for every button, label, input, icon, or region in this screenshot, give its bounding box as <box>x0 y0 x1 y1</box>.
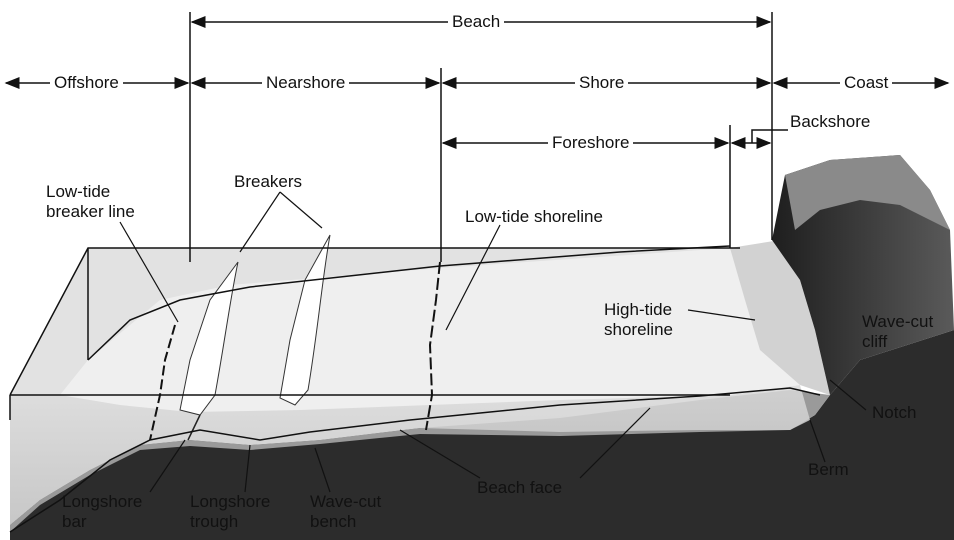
low-tide-breaker-line-text-2: breaker line <box>46 202 166 222</box>
wave-cut-cliff-text-1: Wave-cut <box>862 312 933 332</box>
longshore-bar-text-1: Longshore <box>62 492 142 512</box>
breakers-label: Breakers <box>234 172 302 192</box>
low-tide-breaker-line-text-1: Low-tide <box>46 182 166 202</box>
wave-cut-bench-text-1: Wave-cut <box>310 492 381 512</box>
low-tide-shoreline-label: Low-tide shoreline <box>465 207 603 227</box>
wave-cut-bench-label: Wave-cut bench <box>310 492 381 532</box>
shore-zone-label: Shore <box>575 73 628 93</box>
foreshore-zone-label: Foreshore <box>548 133 633 153</box>
notch-label: Notch <box>872 403 916 423</box>
high-tide-shoreline-label: High-tide shoreline <box>604 300 673 340</box>
longshore-bar-label: Longshore bar <box>62 492 142 532</box>
high-tide-shoreline-text-2: shoreline <box>604 320 673 340</box>
wave-cut-bench-text-2: bench <box>310 512 381 532</box>
longshore-trough-text-2: trough <box>190 512 270 532</box>
wave-cut-cliff-label: Wave-cut cliff <box>862 312 933 352</box>
beach-zone-label: Beach <box>448 12 504 32</box>
longshore-trough-label: Longshore trough <box>190 492 270 532</box>
coast-zone-label: Coast <box>840 73 892 93</box>
offshore-zone-label: Offshore <box>50 73 123 93</box>
beach-face-label: Beach face <box>477 478 562 498</box>
longshore-trough-text-1: Longshore <box>190 492 270 512</box>
wave-cut-cliff-text-2: cliff <box>862 332 933 352</box>
nearshore-zone-label: Nearshore <box>262 73 349 93</box>
longshore-bar-text-2: bar <box>62 512 142 532</box>
backshore-zone-label: Backshore <box>790 112 870 132</box>
low-tide-breaker-line-label: Low-tide breaker line <box>46 182 166 222</box>
high-tide-shoreline-text-1: High-tide <box>604 300 673 320</box>
berm-label: Berm <box>808 460 849 480</box>
